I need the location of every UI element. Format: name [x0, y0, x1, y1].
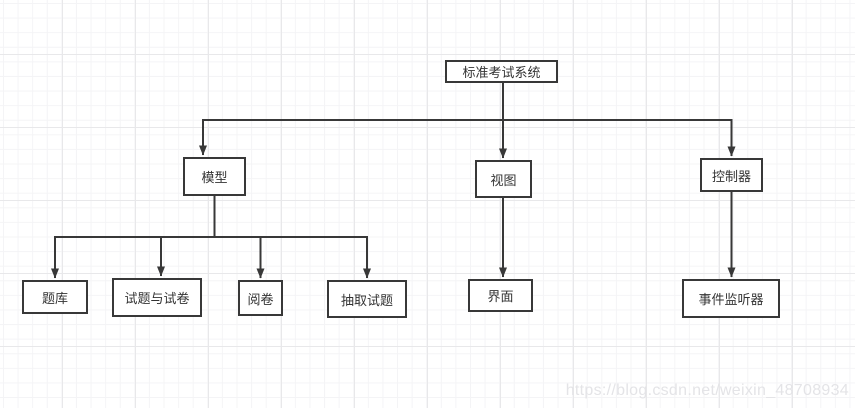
csdn-watermark: https://blog.csdn.net/weixin_48708934 [565, 382, 849, 399]
node-interface-label: 界面 [487, 289, 514, 304]
node-model[interactable]: 模型 [183, 157, 246, 196]
node-question-bank-label: 题库 [41, 290, 68, 306]
node-interface[interactable]: 界面 [468, 279, 533, 312]
node-controller[interactable]: 控制器 [700, 158, 763, 192]
node-extract-questions[interactable]: 抽取试题 [327, 280, 407, 318]
node-questions-papers-label: 试题与试卷 [124, 291, 190, 306]
node-view-label: 视图 [490, 172, 517, 188]
node-exam-system[interactable]: 标准考试系统 [445, 60, 558, 83]
node-grading[interactable]: 阅卷 [238, 280, 283, 316]
node-grading-label: 阅卷 [247, 291, 274, 307]
node-model-label: 模型 [201, 170, 228, 185]
node-extract-questions-label: 抽取试题 [340, 292, 393, 308]
node-question-bank[interactable]: 题库 [22, 280, 88, 314]
node-controller-label: 控制器 [711, 168, 751, 184]
node-exam-system-label: 标准考试系统 [462, 65, 541, 80]
node-event-listener-label: 事件监听器 [698, 292, 764, 307]
node-event-listener[interactable]: 事件监听器 [682, 279, 780, 318]
node-questions-papers[interactable]: 试题与试卷 [112, 278, 202, 317]
node-view[interactable]: 视图 [475, 160, 532, 198]
